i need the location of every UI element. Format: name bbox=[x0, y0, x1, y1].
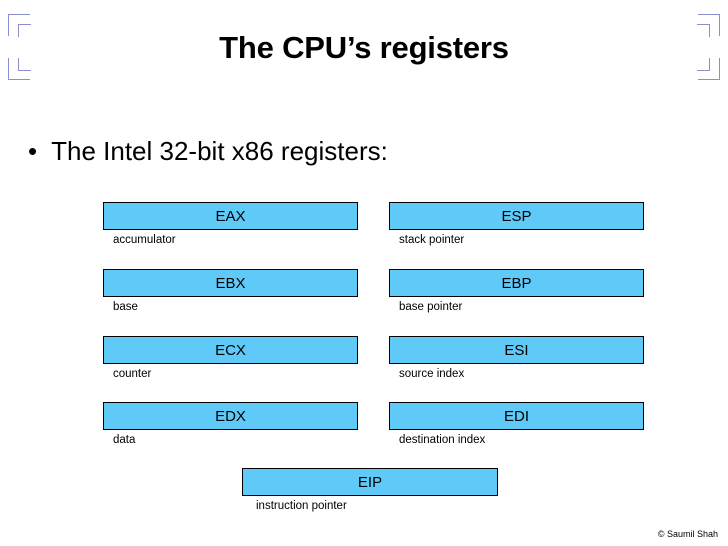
slide-title: The CPU’s registers bbox=[219, 30, 509, 65]
register-cell-esi: ESI source index bbox=[389, 336, 644, 380]
register-box-esi: ESI bbox=[389, 336, 644, 364]
register-box-edi: EDI bbox=[389, 402, 644, 430]
register-box-eip: EIP bbox=[242, 468, 498, 496]
register-box-esp: ESP bbox=[389, 202, 644, 230]
register-caption-ebp: base pointer bbox=[399, 301, 463, 313]
corner-mark-bottom-right bbox=[697, 58, 720, 80]
register-caption-eax: accumulator bbox=[113, 234, 176, 246]
register-caption-edi: destination index bbox=[399, 434, 486, 446]
corner-mark-top-left bbox=[8, 14, 31, 37]
bullet-item-label: The Intel 32-bit x86 registers: bbox=[51, 136, 388, 166]
register-box-ebx: EBX bbox=[103, 269, 358, 297]
register-cell-ecx: ECX counter bbox=[103, 336, 358, 380]
corner-mark-top-right bbox=[697, 14, 720, 37]
register-box-edx: EDX bbox=[103, 402, 358, 430]
register-cell-edi: EDI destination index bbox=[389, 402, 644, 446]
register-caption-edx: data bbox=[113, 434, 136, 446]
register-caption-esp: stack pointer bbox=[399, 234, 465, 246]
register-cell-ebp: EBP base pointer bbox=[389, 269, 644, 313]
bullet-point-icon: • bbox=[28, 136, 38, 166]
copyright-notice: © Saumil Shah bbox=[657, 529, 718, 539]
register-cell-eax: EAX accumulator bbox=[103, 202, 358, 246]
register-cell-eip: EIP instruction pointer bbox=[242, 468, 498, 512]
corner-mark-bottom-left bbox=[8, 58, 31, 80]
register-caption-eip: instruction pointer bbox=[256, 500, 347, 512]
register-box-ebp: EBP bbox=[389, 269, 644, 297]
register-caption-ecx: counter bbox=[113, 368, 152, 380]
register-box-eax: EAX bbox=[103, 202, 358, 230]
register-cell-edx: EDX data bbox=[103, 402, 358, 446]
register-cell-ebx: EBX base bbox=[103, 269, 358, 313]
register-box-ecx: ECX bbox=[103, 336, 358, 364]
register-caption-esi: source index bbox=[399, 368, 465, 380]
register-cell-esp: ESP stack pointer bbox=[389, 202, 644, 246]
register-caption-ebx: base bbox=[113, 301, 138, 313]
bullet-list-item: • The Intel 32-bit x86 registers: bbox=[28, 136, 388, 167]
